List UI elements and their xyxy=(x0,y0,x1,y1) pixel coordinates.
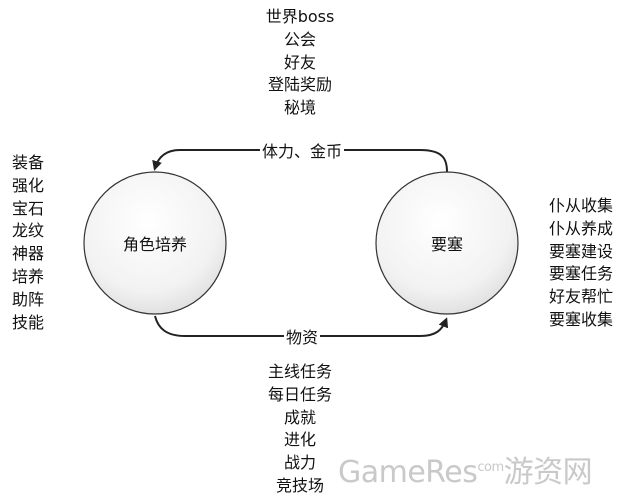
top-edge-label: 体力、金币 xyxy=(259,138,345,162)
watermark: GameRescom游资网 xyxy=(338,447,593,491)
fortress-feature-list: 仆从收集 仆从养成 要塞建设 要塞任务 好友帮忙 要塞收集 xyxy=(549,195,613,332)
list-item: 仆从养成 xyxy=(549,218,614,238)
character-node xyxy=(83,171,227,315)
list-item: 竞技场 xyxy=(275,475,324,495)
list-item: 主线任务 xyxy=(267,362,332,381)
list-item: 培养 xyxy=(12,266,45,286)
watermark-small: com xyxy=(477,460,504,475)
list-item: 公会 xyxy=(283,29,316,49)
list-item: 登陆奖励 xyxy=(267,75,332,95)
list-item: 世界boss xyxy=(265,7,335,26)
list-item: 每日任务 xyxy=(267,384,332,404)
list-item: 龙纹 xyxy=(12,221,45,241)
watermark-brand: GameRes xyxy=(338,455,478,490)
list-item: 好友帮忙 xyxy=(549,287,614,307)
bottom-edge-label: 物资 xyxy=(283,324,321,348)
list-item: 进化 xyxy=(283,430,316,450)
list-item: 战力 xyxy=(283,453,316,473)
character-node-label: 角色培养 xyxy=(122,235,188,254)
list-item: 要塞收集 xyxy=(549,309,614,329)
fortress-node-label: 要塞 xyxy=(430,235,464,254)
bottom-source-list: 主线任务 每日任务 成就 进化 战力 竞技场 xyxy=(240,361,360,498)
list-item: 成就 xyxy=(283,407,316,427)
list-item: 助阵 xyxy=(12,289,45,309)
list-item: 装备 xyxy=(12,153,45,172)
list-item: 要塞建设 xyxy=(549,241,614,261)
list-item: 仆从收集 xyxy=(549,196,614,215)
list-item: 强化 xyxy=(12,175,45,195)
list-item: 宝石 xyxy=(12,198,45,218)
list-item: 要塞任务 xyxy=(549,264,614,284)
watermark-cn: 游资网 xyxy=(503,455,593,490)
list-item: 技能 xyxy=(12,312,45,332)
list-item: 神器 xyxy=(12,244,45,264)
character-feature-list: 装备 强化 宝石 龙纹 神器 培养 助阵 技能 xyxy=(12,152,44,334)
list-item: 好友 xyxy=(283,52,316,72)
fortress-node xyxy=(375,171,519,315)
list-item: 秘境 xyxy=(283,98,316,118)
top-source-list: 世界boss 公会 好友 登陆奖励 秘境 xyxy=(240,6,360,120)
